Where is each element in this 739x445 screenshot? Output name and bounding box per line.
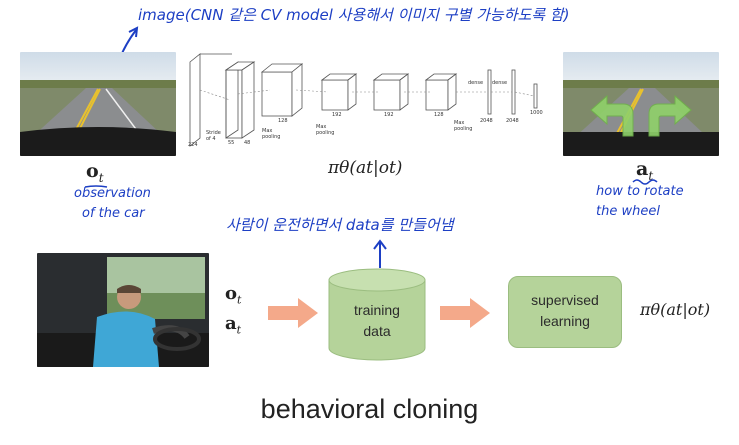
training-data-store: training data xyxy=(328,268,426,362)
action-note-line1: how to rotate xyxy=(596,184,684,199)
policy-formula-top: πθ(at|ot) xyxy=(328,158,403,178)
data-note-arrow xyxy=(373,239,387,268)
arrow-to-training-data xyxy=(268,298,318,328)
training-data-label-line2: data xyxy=(363,323,391,339)
slide-title: behavioral cloning xyxy=(260,394,479,424)
pipeline-input-obs: ot xyxy=(225,283,242,307)
cnn-architecture-diagram: 224 Stride of 4 55 48 128 Max pooling Ma… xyxy=(186,50,548,152)
obs-note-line1: observation xyxy=(74,186,151,201)
action-symbol: at xyxy=(636,158,654,183)
supervised-learning-box: supervised learning xyxy=(508,276,622,348)
arrow-to-supervised xyxy=(440,298,490,328)
pipeline-output-formula: πθ(at|ot) xyxy=(640,300,711,319)
truck-driver-photo xyxy=(37,253,209,367)
action-note-line2: the wheel xyxy=(596,204,660,219)
data-note: 사람이 운전하면서 data를 만들어냄 xyxy=(226,216,454,234)
supervised-label-line2: learning xyxy=(540,313,590,329)
obs-note-line2: of the car xyxy=(82,206,145,221)
road-photo-observation xyxy=(20,52,176,156)
obs-underline xyxy=(84,185,108,188)
training-data-label-line1: training xyxy=(354,302,400,318)
supervised-label-line1: supervised xyxy=(531,292,599,308)
action-squiggle xyxy=(632,179,658,185)
obs-symbol: ot xyxy=(86,160,104,185)
cnn-note: image(CNN 같은 CV model 사용해서 이미지 구별 가능하도록 … xyxy=(138,6,570,24)
pipeline-input-action: at xyxy=(225,313,242,337)
road-photo-action xyxy=(563,52,719,156)
